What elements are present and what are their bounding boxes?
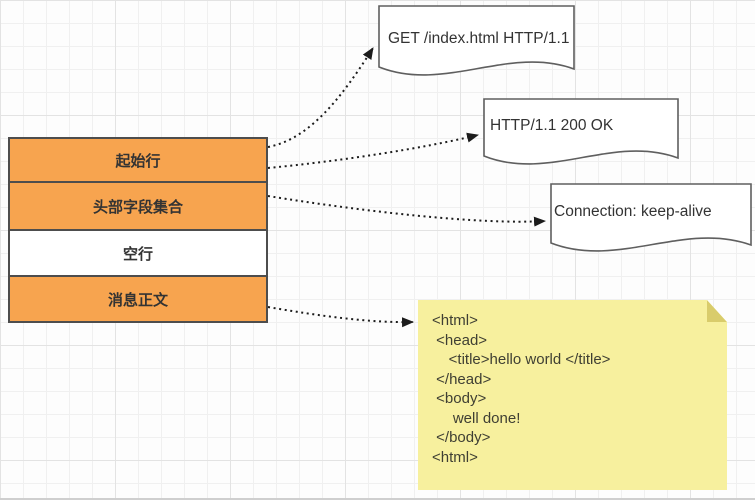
note-code-block: <html> <head> <title>hello world </title… (432, 311, 610, 467)
document-shape (483, 98, 679, 165)
arrow-startline-to-request[interactable] (267, 47, 374, 148)
stack-row-header-fields[interactable]: 头部字段集合 (8, 181, 268, 231)
note-code-line: <html> (432, 312, 478, 329)
arrow-body-to-note[interactable] (267, 306, 414, 328)
note-code-line: </head> (432, 370, 492, 388)
stack-row-label: 消息正文 (107, 291, 168, 309)
note-code-line: <body> (432, 390, 487, 407)
note-code-line: <title>hello world </title> (432, 351, 611, 368)
document-keep-alive[interactable]: Connection: keep-alive (550, 183, 752, 266)
note-code-line: </body> (432, 429, 491, 446)
document-request-line[interactable]: GET /index.html HTTP/1.1 (378, 5, 575, 91)
arrow-headers-to-keepalive[interactable] (267, 195, 546, 227)
note-code-line: <head> (432, 331, 488, 349)
stack-row-message-body[interactable]: 消息正文 (8, 275, 268, 323)
document-shape (550, 183, 752, 252)
arrow-startline-to-status[interactable] (267, 132, 479, 169)
stack-row-label: 头部字段集合 (92, 198, 183, 216)
document-text: HTTP/1.1 200 OK (490, 117, 614, 134)
http-message-stack: 起始行 头部字段集合 空行 消息正文 (8, 137, 268, 323)
document-status-line[interactable]: HTTP/1.1 200 OK (483, 98, 679, 179)
note-code-line: <html> (432, 448, 478, 466)
stack-row-label: 空行 (122, 245, 153, 263)
note-html-source[interactable]: <html> <head> <title>hello world </title… (418, 300, 727, 490)
stack-row-label: 起始行 (115, 152, 161, 170)
document-shape (378, 5, 575, 76)
document-text: GET /index.html HTTP/1.1 (388, 30, 570, 47)
stack-row-empty-line[interactable]: 空行 (8, 229, 268, 277)
document-text: Connection: keep-alive (554, 203, 712, 220)
note-code-line: well done! (432, 409, 521, 427)
stack-row-start-line[interactable]: 起始行 (8, 137, 268, 183)
